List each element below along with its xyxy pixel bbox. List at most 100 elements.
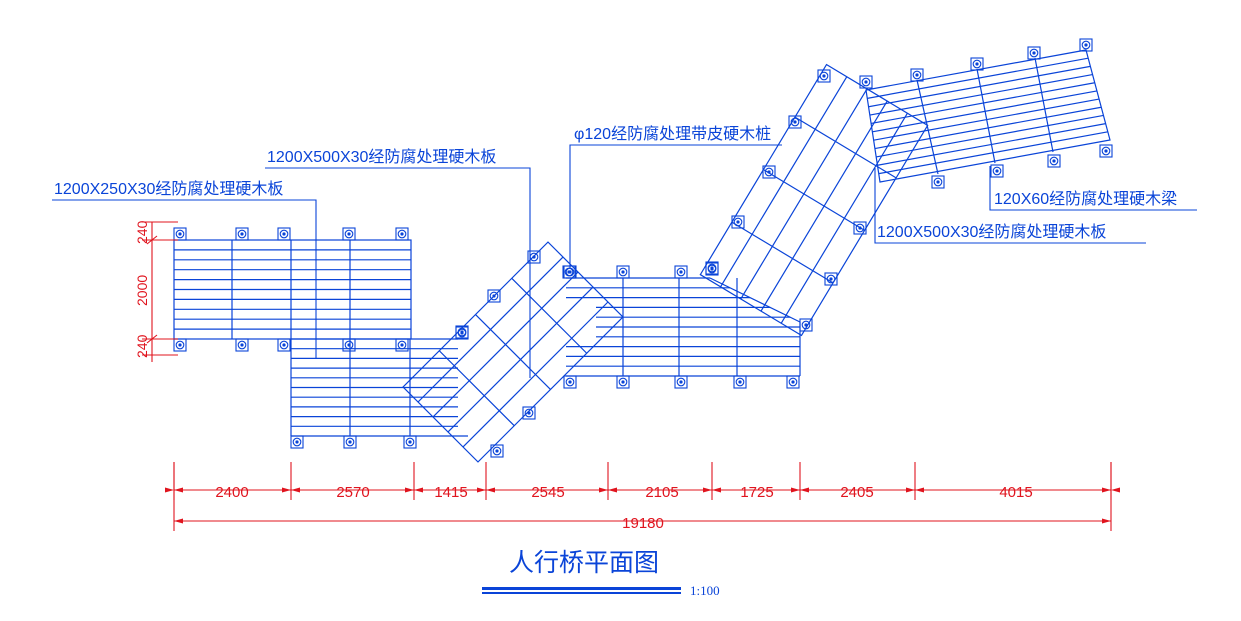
pile (173, 227, 187, 241)
pile (455, 326, 469, 340)
leader-beam (989, 166, 1197, 211)
plank-line (870, 82, 1095, 125)
dim-v-middle: 2000 (134, 275, 150, 306)
arrow (599, 487, 608, 493)
pile (788, 115, 802, 129)
beam-line (1034, 57, 1054, 153)
dim-seg-7: 2405 (840, 484, 873, 501)
pile-ring (855, 223, 865, 233)
pile (824, 272, 838, 286)
arrow (414, 487, 423, 493)
pile-center (492, 294, 496, 298)
arrow (174, 518, 183, 524)
pile-ring (972, 59, 982, 69)
pile (395, 227, 409, 241)
pile-ring (618, 377, 628, 387)
arrow (915, 487, 924, 493)
pile (395, 338, 409, 352)
pile (1047, 154, 1061, 168)
pile (490, 444, 504, 458)
label-plank-250: 1200X250X30经防腐处理硬木板 (54, 180, 283, 198)
pile-center (736, 220, 740, 224)
arrow (477, 487, 486, 493)
pile-ring (292, 437, 302, 447)
pile-center (178, 343, 182, 347)
pile-outline (563, 375, 577, 389)
pile (235, 227, 249, 241)
pile-ring (279, 229, 289, 239)
pile-center (621, 380, 625, 384)
pile (786, 375, 800, 389)
pile-ring (764, 167, 774, 177)
plank-line (867, 57, 1089, 99)
pile-center (936, 180, 940, 184)
pile-ring (819, 71, 829, 81)
beam-line (417, 256, 564, 403)
scale-bar (482, 587, 681, 594)
pile-ring (397, 229, 407, 239)
beam-line (760, 100, 888, 312)
plank-line (868, 65, 1091, 108)
pile-ring (1081, 40, 1091, 50)
plank-line (794, 116, 897, 179)
pile-outline (674, 265, 688, 279)
pile-center (738, 380, 742, 384)
pile-center (995, 169, 999, 173)
pile-outline (277, 338, 291, 352)
pile-outline (395, 227, 409, 241)
pile-outline (343, 435, 357, 449)
pile-outline (290, 435, 304, 449)
pile-ring (344, 340, 354, 350)
pile-center (568, 270, 572, 274)
pile (277, 338, 291, 352)
pile-center (864, 80, 868, 84)
pile-ring (790, 117, 800, 127)
pile-center (568, 380, 572, 384)
pile-outline (487, 289, 501, 303)
pile-outline (853, 221, 867, 235)
pile (522, 406, 536, 420)
pile-center (240, 343, 244, 347)
plank-line (731, 221, 834, 284)
pile-ring (237, 229, 247, 239)
pile-ring (735, 377, 745, 387)
plank-line (511, 277, 588, 354)
pile-center (178, 232, 182, 236)
pile (817, 69, 831, 83)
pile-outline (395, 338, 409, 352)
pile-outline (522, 406, 536, 420)
pile-ring (676, 267, 686, 277)
pile-ring (489, 291, 499, 301)
arrow (703, 487, 712, 493)
vertical-dimension (142, 221, 178, 362)
pile-outline (824, 272, 838, 286)
pile-center (408, 440, 412, 444)
pile-outline (1027, 46, 1041, 60)
pile-ring (992, 166, 1002, 176)
pile-center (282, 343, 286, 347)
pile (705, 262, 719, 276)
arrow (1102, 487, 1111, 493)
pile-ring (175, 229, 185, 239)
pile-outline (527, 250, 541, 264)
pile-outline (342, 227, 356, 241)
pile-center (679, 270, 683, 274)
pile (342, 338, 356, 352)
beam-line (432, 271, 579, 418)
leader-plank-500-left (265, 167, 531, 378)
pile (342, 227, 356, 241)
pile-markers (173, 38, 1113, 458)
pile-ring (933, 177, 943, 187)
pile (931, 175, 945, 189)
pile-center (532, 255, 536, 259)
pile-ring (492, 446, 502, 456)
pile (290, 435, 304, 449)
deck-segment-6 (865, 49, 1111, 183)
pile-outline (616, 265, 630, 279)
pile-outline (1099, 144, 1113, 158)
pile (616, 375, 630, 389)
leader-plank-250 (52, 199, 317, 358)
plank-line (438, 350, 515, 427)
pile-outline (859, 75, 873, 89)
pile-ring (565, 377, 575, 387)
